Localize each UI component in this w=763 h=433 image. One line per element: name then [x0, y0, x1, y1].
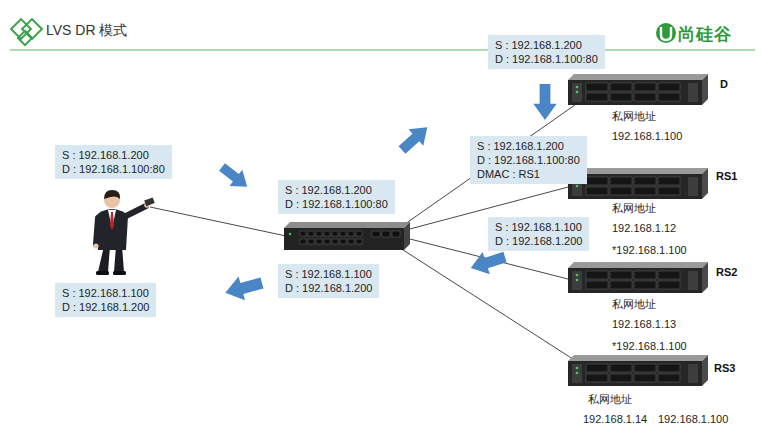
server-image	[568, 262, 708, 293]
packet-box: S : 192.168.1.200D : 192.168.1.100:80	[55, 145, 172, 179]
packet-box: S : 192.168.1.200D : 192.168.1.100:80	[488, 35, 605, 69]
packet-box: S : 192.168.1.100D : 192.168.1.200	[488, 217, 589, 251]
packet-field: D : 192.168.1.100:80	[495, 52, 598, 66]
packet-field: D : 192.168.1.100:80	[477, 153, 580, 167]
server-node: RS1 私网地址 192.168.1.12 *192.168.1.100	[600, 168, 750, 260]
packet-field: D : 192.168.1.200	[62, 300, 149, 314]
server-address: 私网地址	[612, 202, 656, 215]
diagram-title: LVS DR 模式	[46, 22, 127, 40]
packet-field: S : 192.168.1.200	[62, 148, 165, 162]
server-image	[568, 355, 708, 386]
packet-field: S : 192.168.1.100	[62, 286, 149, 300]
server-address: 私网地址	[612, 110, 656, 123]
server-address: 192.168.1.12	[612, 222, 676, 235]
packet-field: D : 192.168.1.200	[495, 234, 582, 248]
packet-field: S : 192.168.1.100	[495, 220, 582, 234]
packet-box: S : 192.168.1.100D : 192.168.1.200	[55, 283, 156, 317]
server-address: 私网地址	[588, 393, 632, 406]
server-name: D	[720, 78, 728, 91]
packet-field: S : 192.168.1.200	[477, 139, 580, 153]
network-wire	[150, 100, 590, 370]
server-image	[568, 168, 708, 199]
server-address: 192.168.1.100	[658, 413, 728, 426]
server-name: RS2	[716, 266, 737, 279]
user-figure	[93, 190, 154, 275]
packet-field: DMAC : RS1	[477, 167, 580, 181]
header-rule	[10, 49, 755, 50]
network-switch	[284, 222, 410, 250]
packet-box: S : 192.168.1.100D : 192.168.1.200	[278, 264, 379, 298]
packet-field: D : 192.168.1.100:80	[62, 162, 165, 176]
packet-field: S : 192.168.1.100	[285, 267, 372, 281]
server-name: RS1	[716, 170, 737, 183]
server-address: 192.168.1.13	[612, 318, 676, 331]
packet-field: D : 192.168.1.200	[285, 281, 372, 295]
packet-field: S : 192.168.1.200	[285, 183, 388, 197]
server-node: RS2 私网地址 192.168.1.13 *192.168.1.100	[600, 266, 750, 354]
packet-field: S : 192.168.1.200	[495, 38, 598, 52]
server-image	[568, 74, 708, 105]
flow-arrow	[216, 84, 557, 305]
server-address: 192.168.1.100	[612, 130, 682, 143]
server-node: RS3 私网地址 192.168.1.14 192.168.1.100	[578, 356, 758, 428]
packet-box: S : 192.168.1.200D : 192.168.1.100:80DMA…	[470, 136, 587, 184]
packet-field: D : 192.168.1.100:80	[285, 197, 388, 211]
brand-name: 尚硅谷	[678, 23, 732, 46]
packet-box: S : 192.168.1.200D : 192.168.1.100:80	[278, 180, 395, 214]
server-address: 192.168.1.14	[583, 413, 647, 426]
server-node: D 私网地址 192.168.1.100	[600, 76, 750, 148]
header-logo	[11, 19, 42, 45]
server-name: RS3	[714, 362, 735, 375]
server-address: *192.168.1.100	[612, 340, 687, 353]
server-address: *192.168.1.100	[612, 244, 687, 257]
server-address: 私网地址	[612, 298, 656, 311]
brand-icon	[656, 23, 676, 43]
